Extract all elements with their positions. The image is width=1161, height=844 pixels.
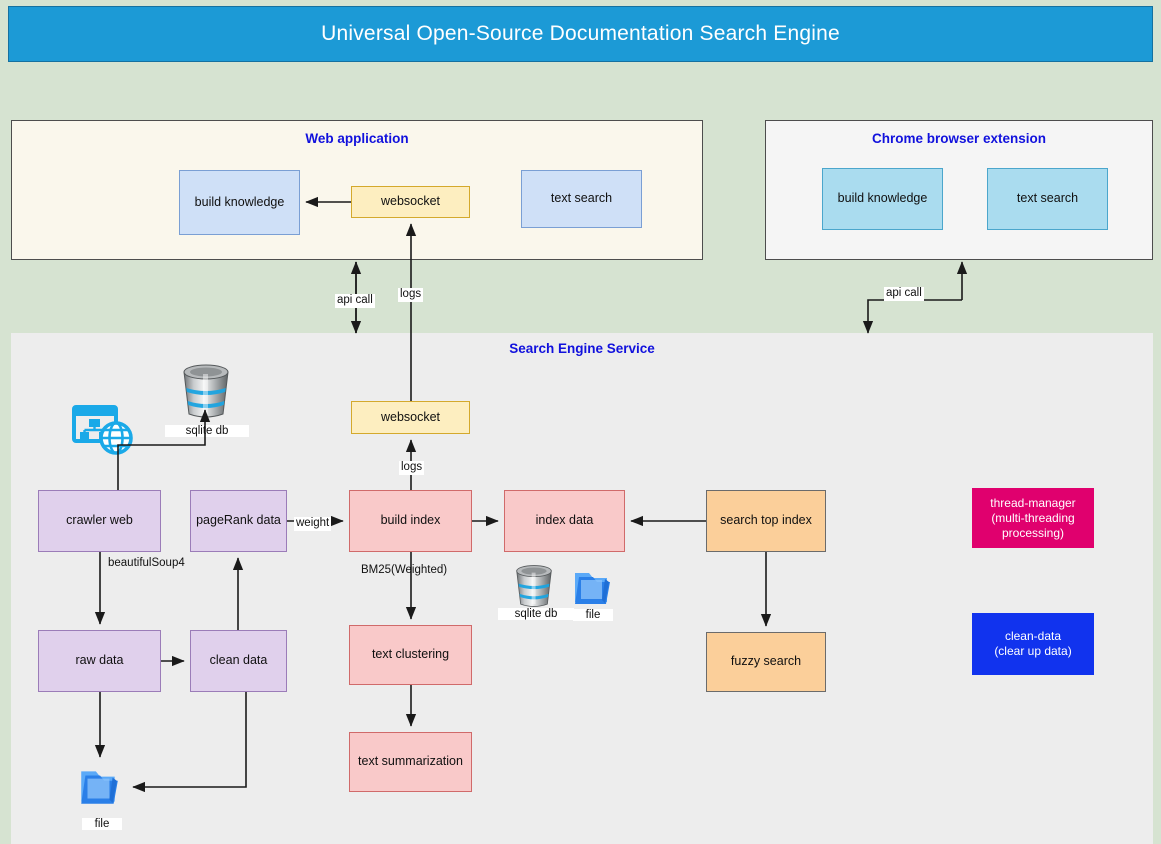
edge-label-api-call-right: api call xyxy=(884,287,924,301)
build-index-label: build index xyxy=(380,513,441,528)
fuzzy-search-label: fuzzy search xyxy=(730,654,802,669)
chrome-text-search-box[interactable]: text search xyxy=(987,168,1108,230)
edge-label-api-call-left: api call xyxy=(335,294,375,308)
clean-data-utility-label-line1: clean-data xyxy=(1004,629,1062,643)
service-websocket-label: websocket xyxy=(380,409,441,424)
sqlite-db-icon-secondary xyxy=(512,563,556,614)
crawler-web-box[interactable]: crawler web xyxy=(38,490,161,552)
edge-label-logs-service: logs xyxy=(399,461,425,475)
service-websocket-box[interactable]: websocket xyxy=(351,401,470,434)
edge-label-logs-top: logs xyxy=(398,288,424,302)
edge-label-beautifulsoup4: beautifulSoup4 xyxy=(108,557,185,569)
chrome-text-search-label: text search xyxy=(1016,191,1079,206)
chrome-build-knowledge-box[interactable]: build knowledge xyxy=(822,168,943,230)
edge-label-bm25: BM25(Weighted) xyxy=(361,564,448,576)
page-title-banner: Universal Open-Source Documentation Sear… xyxy=(8,6,1153,62)
webapp-text-search-label: text search xyxy=(550,191,613,206)
index-data-box[interactable]: index data xyxy=(504,490,625,552)
raw-data-label: raw data xyxy=(75,653,124,668)
thread-manager-label-line1: thread-manager xyxy=(990,495,1076,510)
panel-web-application-title: Web application xyxy=(305,131,409,146)
sqlite-db-icon-secondary-label: sqlite db xyxy=(498,608,574,620)
crawler-web-label: crawler web xyxy=(66,513,133,528)
webapp-build-knowledge-box[interactable]: build knowledge xyxy=(179,170,300,235)
pagerank-data-box[interactable]: pageRank data xyxy=(190,490,287,552)
search-top-index-label: search top index xyxy=(720,513,812,528)
search-top-index-box[interactable]: search top index xyxy=(706,490,826,552)
raw-data-box[interactable]: raw data xyxy=(38,630,161,692)
clean-data-label: clean data xyxy=(209,653,268,668)
clean-data-box[interactable]: clean data xyxy=(190,630,287,692)
file-icon xyxy=(572,565,612,614)
page-title: Universal Open-Source Documentation Sear… xyxy=(321,22,840,45)
chrome-build-knowledge-label: build knowledge xyxy=(837,191,928,206)
text-clustering-label: text clustering xyxy=(371,647,450,662)
pagerank-data-label: pageRank data xyxy=(196,513,281,528)
webapp-websocket-box[interactable]: websocket xyxy=(351,186,470,218)
index-data-label: index data xyxy=(535,513,594,528)
file-icon-label: file xyxy=(573,609,613,621)
webapp-websocket-label: websocket xyxy=(380,194,441,209)
webapp-build-knowledge-label: build knowledge xyxy=(194,194,285,209)
sqlite-db-icon xyxy=(178,362,234,425)
build-index-box[interactable]: build index xyxy=(349,490,472,552)
clean-data-utility-box[interactable]: clean-data (clear up data) xyxy=(972,613,1094,675)
file-icon-bottom xyxy=(78,763,120,814)
webapp-text-search-box[interactable]: text search xyxy=(521,170,642,228)
text-summarization-box[interactable]: text summarization xyxy=(349,732,472,792)
text-clustering-box[interactable]: text clustering xyxy=(349,625,472,685)
thread-manager-label-line3: processing) xyxy=(1001,525,1065,540)
file-icon-bottom-label: file xyxy=(82,818,122,830)
network-web-icon xyxy=(72,405,134,462)
panel-chrome-extension-title: Chrome browser extension xyxy=(871,131,1047,146)
text-summarization-label: text summarization xyxy=(358,754,463,769)
edge-label-weight: weight xyxy=(294,517,332,531)
thread-manager-box[interactable]: thread-manager (multi-threading processi… xyxy=(972,488,1094,548)
sqlite-db-icon-label: sqlite db xyxy=(165,425,249,437)
clean-data-utility-label-line2: (clear up data) xyxy=(994,644,1072,658)
thread-manager-label-line2: (multi-threading xyxy=(991,510,1075,525)
fuzzy-search-box[interactable]: fuzzy search xyxy=(706,632,826,692)
panel-search-engine-service-title: Search Engine Service xyxy=(509,341,655,356)
